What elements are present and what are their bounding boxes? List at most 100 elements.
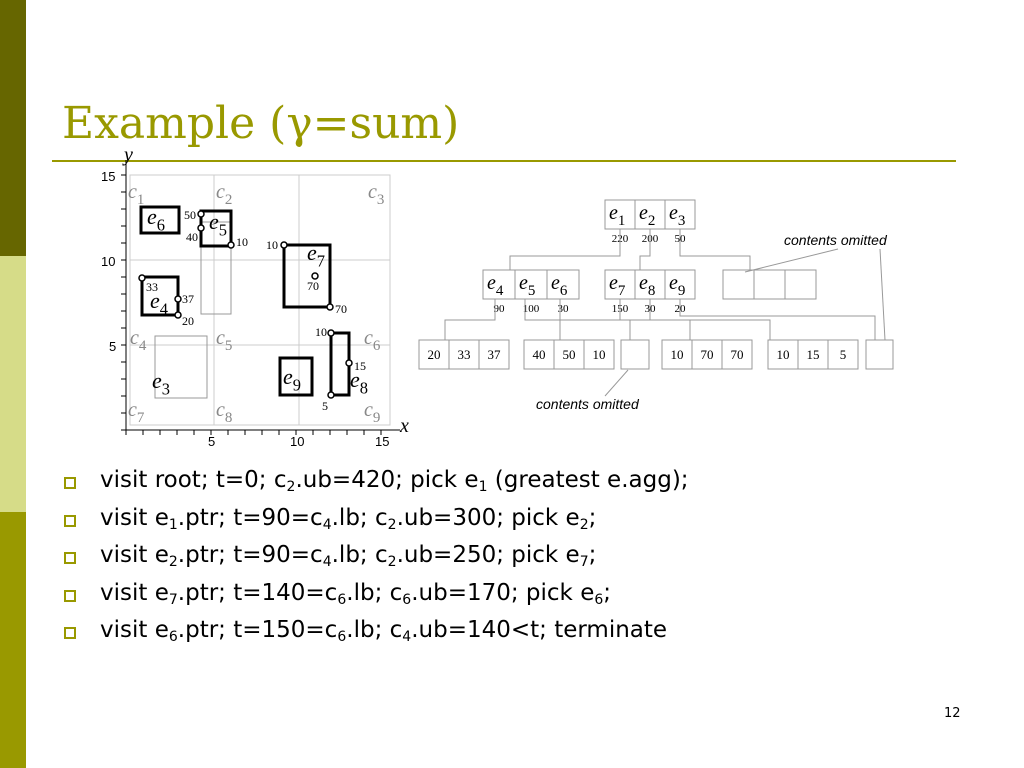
bullet-list: visit root; t=0; c2.ub=420; pick e1 (gre… xyxy=(62,464,689,652)
root-node-box xyxy=(604,199,696,230)
x-axis-label: x xyxy=(399,415,409,437)
tree-agg-e6: 30 xyxy=(558,303,570,315)
cell-label-c6: c6 xyxy=(364,327,381,354)
point-value-10: 10 xyxy=(315,325,327,339)
entry-label-e4: e4 xyxy=(150,288,168,319)
tree-entry-e8: e8 xyxy=(639,272,655,299)
entry-label-e5: e5 xyxy=(209,209,227,240)
point-value-10: 10 xyxy=(266,238,278,252)
bullet-text: visit root; t=0; c2.ub=420; pick e1 (gre… xyxy=(100,467,689,495)
entry-label-e9: e9 xyxy=(283,364,301,395)
omitted-leaf-box xyxy=(620,339,650,370)
aggregate-tree: e1220e2200e350e490e5100e630e7150e830e920… xyxy=(418,199,894,412)
entry-label-e3: e3 xyxy=(152,368,170,399)
cell-label-c1: c1 xyxy=(128,181,144,208)
tree-link-e9 xyxy=(679,299,876,340)
entry-box-e6 xyxy=(139,205,181,235)
point-marker xyxy=(174,311,182,319)
decorative-band-bottom xyxy=(0,512,26,768)
leaf-value-20: 20 xyxy=(428,347,441,362)
tree-entry-e9: e9 xyxy=(669,272,685,299)
bullet-text: visit e1.ptr; t=90=c4.lb; c2.ub=300; pic… xyxy=(100,504,597,533)
tree-entry-e3: e3 xyxy=(669,202,685,229)
slide-title: Example (γ=sum) xyxy=(62,98,460,149)
omitted-node-box xyxy=(722,269,817,300)
leaf-value-10: 10 xyxy=(777,347,790,362)
bullet-text: visit e2.ptr; t=90=c4.lb; c2.ub=250; pic… xyxy=(100,542,597,570)
decorative-band-middle xyxy=(0,256,26,512)
point-value-70: 70 xyxy=(335,302,347,316)
x-tick-label-15: 15 xyxy=(375,434,389,449)
callout-line-top-1 xyxy=(744,248,839,273)
leaf-value-15: 15 xyxy=(807,347,820,362)
tree-link-e1 xyxy=(509,229,621,270)
point-value-33: 33 xyxy=(146,280,158,294)
bullet-item-1: visit root; t=0; c2.ub=420; pick e1 (gre… xyxy=(62,464,689,502)
entry-label-e7: e7 xyxy=(307,240,325,271)
tree-entry-e4: e4 xyxy=(487,272,504,299)
leaf-node-box xyxy=(661,339,753,370)
entry-label-e8: e8 xyxy=(350,367,368,398)
bullet-item-2: visit e1.ptr; t=90=c4.lb; c2.ub=300; pic… xyxy=(62,502,689,540)
callout-line-bottom xyxy=(604,369,629,397)
plot-frame xyxy=(129,174,391,426)
point-value-37: 37 xyxy=(182,292,194,306)
cell-label-c4: c4 xyxy=(130,327,147,354)
cell-label-c5: c5 xyxy=(216,327,232,354)
point-value-5: 5 xyxy=(322,399,328,413)
y-tick-label-10: 10 xyxy=(101,254,115,269)
tree-links xyxy=(444,229,886,397)
leaf-value-37: 37 xyxy=(488,347,502,362)
level1-node-a-box xyxy=(482,269,580,300)
tree-entry-e7: e7 xyxy=(609,272,626,299)
point-marker xyxy=(197,224,205,232)
leaf-value-10: 10 xyxy=(671,347,684,362)
bullet-marker-icon xyxy=(64,589,76,602)
bullet-item-3: visit e2.ptr; t=90=c4.lb; c2.ub=250; pic… xyxy=(62,539,689,577)
cell-label-c8: c8 xyxy=(216,399,232,426)
tree-entry-e1: e1 xyxy=(609,202,625,229)
tree-agg-e4: 90 xyxy=(494,303,506,315)
bullet-text: visit e7.ptr; t=140=c6.lb; c6.ub=170; pi… xyxy=(100,579,612,608)
bullet-text: visit e6.ptr; t=150=c6.lb; c4.ub=140<t; … xyxy=(100,617,668,645)
point-marker xyxy=(327,329,335,337)
region-outline-e2 xyxy=(200,221,232,315)
omitted-leaf-box xyxy=(865,339,894,370)
leaf-node-box xyxy=(418,339,510,370)
tree-entry-e5: e5 xyxy=(519,272,535,299)
entry-box-e3 xyxy=(154,335,208,399)
leaf-value-5: 5 xyxy=(840,347,847,362)
entry-box-e9 xyxy=(278,356,314,397)
point-marker xyxy=(174,295,182,303)
point-marker xyxy=(138,274,146,282)
tree-link-e2 xyxy=(639,229,651,270)
leaf-value-33: 33 xyxy=(458,347,471,362)
level1-node-b-box xyxy=(604,269,696,300)
bullet-item-5: visit e6.ptr; t=150=c6.lb; c4.ub=140<t; … xyxy=(62,614,689,652)
leaf-node-box xyxy=(523,339,615,370)
leaf-value-50: 50 xyxy=(563,347,576,362)
tree-agg-e5: 100 xyxy=(523,303,540,315)
leaf-value-70: 70 xyxy=(731,347,744,362)
bullet-marker-icon xyxy=(64,514,76,527)
tree-link-e4 xyxy=(444,299,496,340)
point-marker xyxy=(227,241,235,249)
point-marker xyxy=(345,359,353,367)
x-tick-label-10: 10 xyxy=(290,434,304,449)
x-tick-label-5: 5 xyxy=(208,434,215,449)
leaf-value-40: 40 xyxy=(533,347,546,362)
y-tick-label-5: 5 xyxy=(109,339,116,354)
bullet-item-4: visit e7.ptr; t=140=c6.lb; c6.ub=170; pi… xyxy=(62,577,689,615)
bullet-marker-icon xyxy=(64,477,76,489)
leaf-value-10: 10 xyxy=(593,347,606,362)
point-marker xyxy=(280,241,288,249)
tree-link-e5 xyxy=(524,299,561,340)
tree-link-e8 xyxy=(649,299,771,340)
cell-label-c7: c7 xyxy=(128,399,145,426)
title-divider xyxy=(52,160,956,162)
